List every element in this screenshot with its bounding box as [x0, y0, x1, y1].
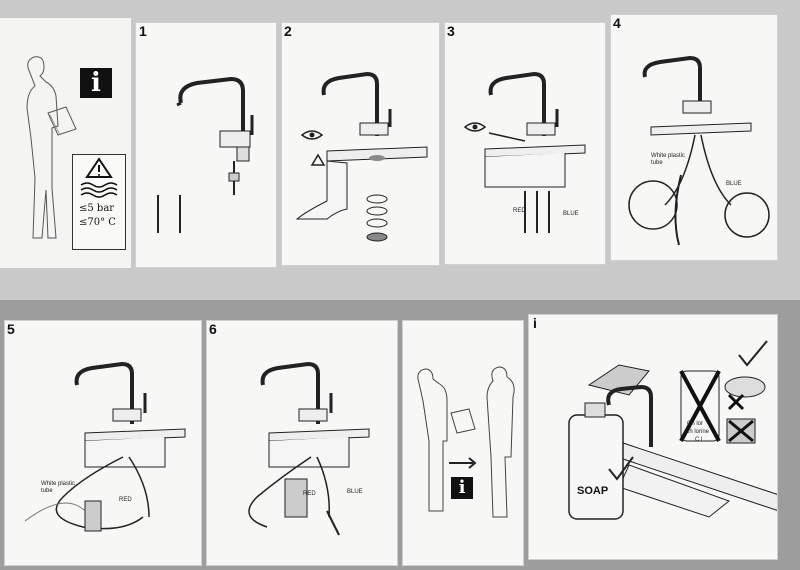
filter-connection-illustration: [248, 361, 370, 536]
panel-step-2: 2: [281, 22, 440, 266]
warning-icon: [310, 153, 326, 166]
faucet-install-illustration: [295, 71, 428, 242]
pressure-limit: ≤5 bar: [79, 203, 115, 214]
cross-icon: [728, 419, 754, 443]
step-number: i: [533, 315, 537, 331]
cross-icon: [727, 393, 745, 411]
arrow-right-icon: [449, 457, 477, 469]
blue-label: BLUE: [563, 211, 579, 217]
panel-cleaning: i SOAP Ch lor Ch lorine C l: [528, 314, 778, 560]
temperature-limit: ≤70° C: [79, 217, 116, 228]
step-number: 3: [447, 23, 455, 39]
panel-intro: i ≤5 bar ≤70° C: [0, 18, 131, 268]
tube-connection-illustration: [24, 361, 186, 532]
step-number: 6: [209, 321, 217, 337]
cl-label: C l: [695, 437, 703, 443]
warning-box: ≤5 bar ≤70° C: [72, 154, 126, 250]
cleaning-illustration: [568, 340, 777, 520]
blue-label: BLUE: [726, 181, 742, 187]
red-label: RED: [119, 497, 132, 503]
blue-label: BLUE: [347, 489, 363, 495]
info-icon: i: [80, 68, 112, 98]
check-icon: [608, 456, 634, 481]
panel-step-6: 6 RED BLUE: [206, 320, 398, 566]
step-number: 5: [7, 321, 15, 337]
eye-icon: [300, 130, 324, 140]
red-label: RED: [513, 208, 526, 214]
connection-detail-illustration: [628, 55, 770, 246]
panel-step-1: 1: [135, 22, 277, 268]
step-number: 1: [139, 23, 147, 39]
step-number: 2: [284, 23, 292, 39]
eye-icon: [463, 122, 487, 132]
check-icon: [738, 340, 768, 367]
panel-step-5: 5 White plastic tube RED: [4, 320, 202, 566]
panel-step-4: 4 White plastic tube BLUE: [610, 14, 778, 261]
step-number: 4: [613, 15, 621, 31]
chlorine-label: Ch lorine: [685, 429, 710, 435]
faucet-hoses-illustration: [463, 71, 586, 233]
red-label: RED: [303, 491, 316, 497]
white-plastic-tube-label: White plastic tube: [651, 153, 686, 166]
warning-icon: [80, 157, 118, 198]
info-icon: i: [451, 477, 473, 499]
white-plastic-tube-label: White plastic tube: [41, 481, 76, 494]
reading-person-illustration: [26, 56, 77, 239]
arrow-right-icon: [488, 132, 526, 142]
panel-handover: i: [402, 320, 524, 566]
handover-illustration: [417, 366, 515, 518]
panel-step-3: 3 RED BLUE: [444, 22, 606, 265]
chlor-label: Ch lor: [687, 421, 704, 427]
cross-icon: [679, 370, 721, 442]
soap-label: SOAP: [577, 485, 609, 497]
faucet-illustration: [157, 76, 254, 233]
